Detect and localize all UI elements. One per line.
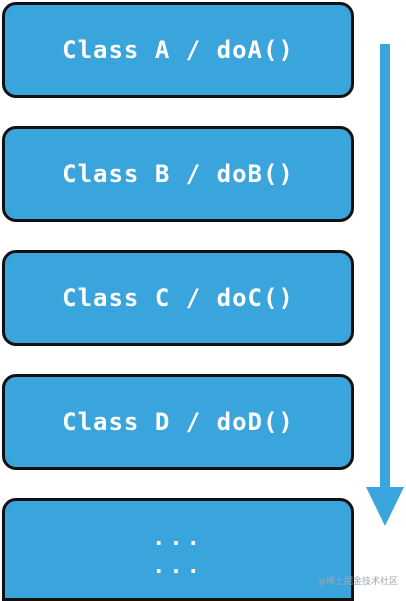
step-box-class-c: Class C / doC() bbox=[2, 250, 354, 346]
step-label: Class C / doC() bbox=[62, 284, 294, 312]
arrow-down-icon bbox=[366, 44, 404, 526]
ellipsis-line-2: ... bbox=[152, 553, 204, 579]
step-box-class-a: Class A / doA() bbox=[2, 2, 354, 98]
continuation-ellipsis: ... ... bbox=[152, 525, 204, 581]
step-label: Class D / doD() bbox=[62, 408, 294, 436]
step-box-continuation: ... ... bbox=[2, 498, 354, 601]
arrow-shaft bbox=[380, 44, 390, 490]
ellipsis-line-1: ... bbox=[152, 525, 204, 551]
watermark: @稀土掘金技术社区 bbox=[316, 577, 398, 587]
arrow-head bbox=[366, 487, 404, 526]
step-box-class-d: Class D / doD() bbox=[2, 374, 354, 470]
step-label: Class A / doA() bbox=[62, 36, 294, 64]
step-label: Class B / doB() bbox=[62, 160, 294, 188]
step-box-class-b: Class B / doB() bbox=[2, 126, 354, 222]
